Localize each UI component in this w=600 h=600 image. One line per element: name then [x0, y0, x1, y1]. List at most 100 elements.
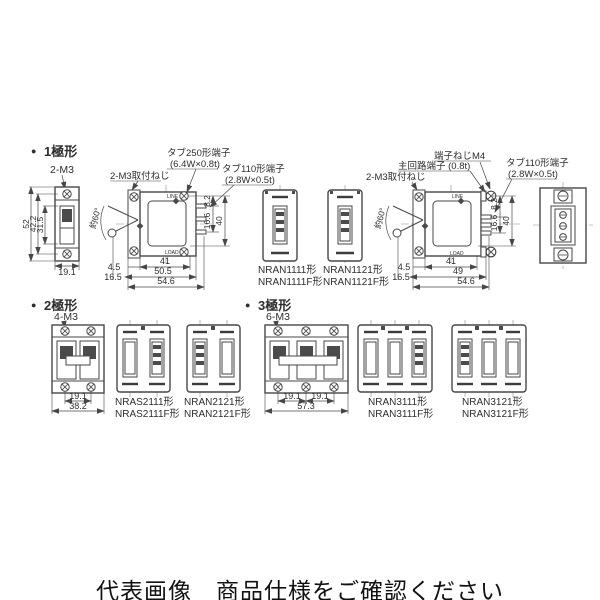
- model-nran3121: NRAN3121形: [462, 396, 523, 408]
- dim-31-5: 31.5: [35, 216, 45, 233]
- dim-50-5: 50.5: [154, 266, 172, 276]
- mount-screw-callout: 2-M3取付ねじ: [110, 171, 170, 182]
- pole3-dimension-view: [264, 324, 349, 394]
- pole2-front-view-nras2111: [116, 320, 171, 397]
- dim-16-6: 16.6: [202, 212, 212, 229]
- rocker-handle-icon: [192, 338, 208, 378]
- line-marking: LINE: [167, 194, 179, 200]
- line-marking: LINE: [452, 194, 464, 200]
- pole1-front-view-nran1111: [262, 185, 298, 266]
- tab110-callout: タブ110形端子: [506, 157, 569, 169]
- tab250-size: (6.4W×0.8t): [170, 159, 220, 170]
- dim-4-5: 4.5: [108, 262, 121, 272]
- pole2-dimensions: 19.1 38.2: [51, 391, 105, 414]
- pole1-side-view-left: LINE LOAD 約60°: [88, 185, 214, 263]
- pole1-side-right-callouts: 端子ねじM4 主回路端子 (0.8t) タブ110形端子 (2.8W×0.5t)…: [366, 150, 569, 213]
- mount-screw-icon: [414, 246, 424, 256]
- mount-screw-icon: [301, 382, 311, 392]
- dim-40: 40: [214, 216, 224, 226]
- line-terminal-screw-icon: [179, 191, 189, 201]
- model-nran2121f: NRAN2121F形: [184, 408, 251, 420]
- terminal-screw-icon: [559, 211, 567, 219]
- dim-40: 40: [501, 216, 511, 226]
- pole1-front-dimensions: 52 42.2 31.5 19.1: [21, 186, 80, 277]
- pole1-m3-label: 2-M3: [50, 164, 74, 176]
- lever-angle-label: 約60°: [88, 207, 103, 230]
- dim-52: 52: [21, 219, 31, 229]
- dim-57-3: 57.3: [297, 401, 315, 411]
- dim-16-5: 16.5: [392, 272, 410, 282]
- breaker-dimension-drawing: ● 1極形 2-M3 52 42.2 31.5: [21, 144, 593, 420]
- pole2-dimension-view: [51, 324, 105, 394]
- pole1-front-view: [54, 186, 80, 262]
- pole3-bullet-icon: ●: [245, 300, 250, 310]
- m4-terminal-screw-icon: [485, 246, 497, 258]
- dim-49: 49: [453, 266, 463, 276]
- rocker-handle-icon: [481, 338, 497, 378]
- pole3-front-view-nran3111: [357, 320, 433, 397]
- pole1-side-view-right: LINE LOAD 約60°: [373, 185, 520, 263]
- mount-screw-icon: [273, 382, 283, 392]
- load-marking: LOAD: [165, 250, 179, 256]
- mount-screw-icon: [273, 326, 283, 336]
- dim-19-1: 19.1: [58, 267, 76, 277]
- rocker-handle-icon: [122, 338, 138, 378]
- pole1-title: 1極形: [44, 144, 77, 159]
- dim-38-2: 38.2: [69, 401, 87, 411]
- pole1-side-left-dimensions: 4.5 41 16.5 50.5 54.6 8.2 16.6 40: [104, 195, 230, 290]
- model-nran1111f: NRAN1111F形: [258, 276, 322, 288]
- dim-19-1-b: 19.1: [311, 391, 329, 401]
- mount-screw-icon: [129, 192, 139, 202]
- mount-screw-icon: [62, 249, 72, 259]
- caption-text: 代表画像 商品仕様をご確認ください: [96, 578, 504, 600]
- model-nran3111f: NRAN3111F形: [368, 408, 433, 420]
- tab110-size: (2.8W×0.5t): [508, 169, 558, 180]
- mount-screw-icon: [414, 192, 424, 202]
- pole2-bullet-icon: ●: [31, 300, 36, 310]
- rocker-handle-icon: [363, 338, 379, 378]
- dim-16-6: 16.6: [489, 214, 499, 231]
- rocker-handle-icon: [337, 205, 353, 245]
- mount-screw-icon: [301, 326, 311, 336]
- model-nran1111: NRAN1111形: [258, 264, 316, 276]
- mount-screw-icon: [329, 326, 339, 336]
- terminal-screw-icon: [559, 233, 567, 241]
- model-nran2121: NRAN2121形: [184, 396, 245, 408]
- rocker-handle-icon: [219, 338, 235, 378]
- dim-4-5: 4.5: [398, 262, 411, 272]
- model-nran1121f: NRAN1121F形: [323, 276, 389, 288]
- pole3-front-view-nran3121: [451, 320, 527, 397]
- rocker-handle-icon: [411, 338, 427, 378]
- model-nran1121: NRAN1121形: [323, 264, 383, 276]
- dim-42-2: 42.2: [28, 215, 38, 232]
- model-nras2111f: NRAS2111F形: [115, 408, 180, 420]
- pole1-front-view-nran1121: [327, 185, 363, 266]
- section-2pole: ● 2極形 4-M3 19.1 38.2: [31, 298, 251, 420]
- load-marking: LOAD: [450, 251, 464, 257]
- rocker-handle-icon: [149, 338, 165, 378]
- mount-screw-icon: [86, 326, 96, 336]
- mount-screw-icon: [86, 382, 96, 392]
- pole2-front-view-nran2121: [186, 320, 241, 397]
- dim-8-2: 8.2: [489, 198, 499, 210]
- pole1-bullet-icon: ●: [31, 146, 36, 156]
- dim-41: 41: [446, 256, 456, 266]
- dim-19-1-a: 19.1: [283, 391, 301, 401]
- pole1-rear-view: [533, 182, 593, 269]
- rocker-handle-icon: [457, 338, 473, 378]
- dim-19-1: 19.1: [69, 391, 87, 401]
- tab110-size: (2.8W×0.5t): [225, 175, 275, 186]
- rocker-handle-icon: [272, 205, 288, 245]
- dim-41: 41: [160, 256, 170, 266]
- mount-screw-icon: [329, 382, 339, 392]
- pole3-dimensions: 19.1 19.1 57.3: [264, 391, 349, 414]
- pole1-side-right-dimensions: 4.5 41 16.5 49 54.6 8.2 16.6 40: [392, 195, 516, 290]
- model-nran3111: NRAN3111形: [368, 396, 427, 408]
- terminal-screw-icon: [559, 222, 567, 230]
- terminal-screw-callout: 端子ねじM4: [434, 150, 485, 162]
- pole2-m3-label: 4-M3: [54, 311, 78, 323]
- mount-screw-icon: [60, 382, 70, 392]
- main-circuit-callout: 主回路端子 (0.8t): [398, 160, 470, 172]
- dim-54-6: 54.6: [457, 276, 475, 286]
